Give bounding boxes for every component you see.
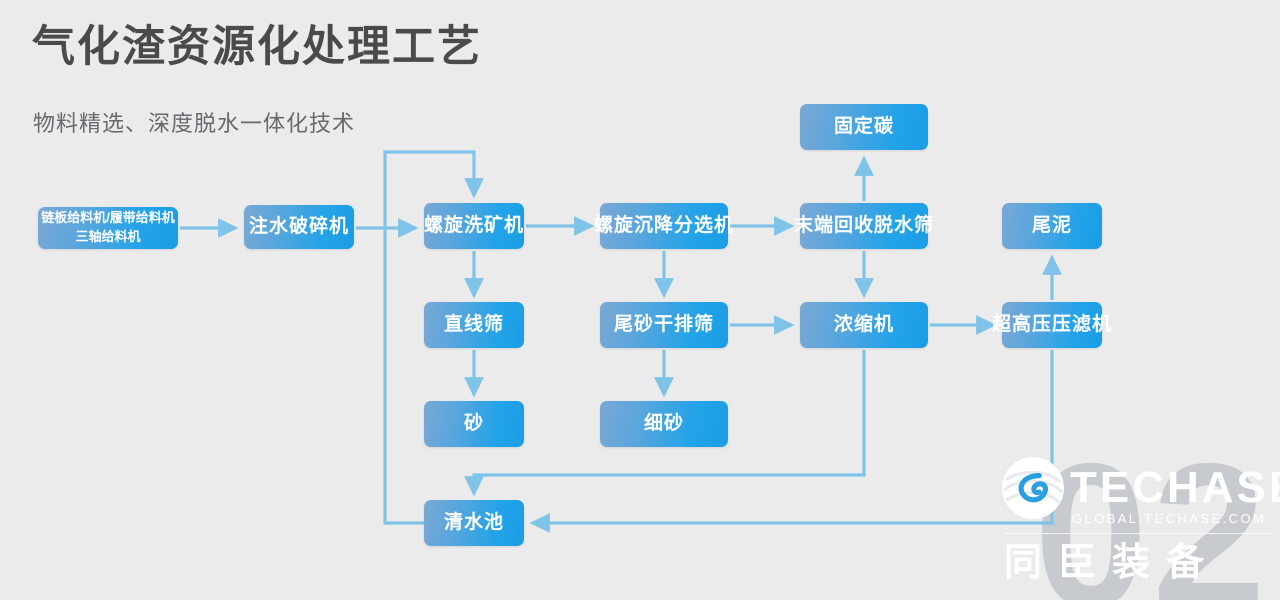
watermark-number: 02: [1033, 421, 1270, 600]
node-feeder[interactable]: 链板给料机/履带给料机 三轴给料机: [38, 207, 178, 249]
node-clear-water-pool[interactable]: 清水池: [424, 500, 524, 546]
logo-url: GLOBAL.TECHASE.COM: [1072, 511, 1267, 526]
node-sand[interactable]: 砂: [424, 401, 524, 447]
node-fixed-carbon[interactable]: 固定碳: [800, 104, 928, 150]
node-tail-mud[interactable]: 尾泥: [1002, 203, 1102, 249]
company-logo: TECHASE GLOBAL.TECHASE.COM 同臣装备: [1000, 455, 1280, 590]
node-feeder-line1: 链板给料机/履带给料机: [41, 210, 175, 226]
page-subtitle: 物料精选、深度脱水一体化技术: [33, 111, 356, 136]
node-linear-sieve[interactable]: 直线筛: [424, 302, 524, 348]
node-feeder-line2: 三轴给料机: [75, 229, 141, 244]
node-spiral-separator[interactable]: 螺旋沉降分选机: [594, 203, 733, 249]
logo-wordmark: TECHASE: [1070, 463, 1280, 512]
node-crusher[interactable]: 注水破碎机: [244, 205, 354, 249]
node-fine-sand[interactable]: 细砂: [600, 401, 728, 447]
node-tailing-dry-screen[interactable]: 尾砂干排筛: [600, 302, 728, 348]
node-spiral-wash[interactable]: 螺旋洗矿机: [424, 203, 524, 249]
techase-swirl-icon: [1002, 457, 1064, 519]
node-end-recovery-screen[interactable]: 末端回收脱水筛: [794, 203, 933, 249]
node-filter-press[interactable]: 超高压压滤机: [992, 302, 1111, 348]
logo-divider: [1004, 533, 1272, 534]
node-thickener[interactable]: 浓缩机: [800, 302, 928, 348]
page-title: 气化渣资源化处理工艺: [32, 23, 482, 71]
logo-chinese-name: 同臣装备: [1004, 542, 1221, 584]
